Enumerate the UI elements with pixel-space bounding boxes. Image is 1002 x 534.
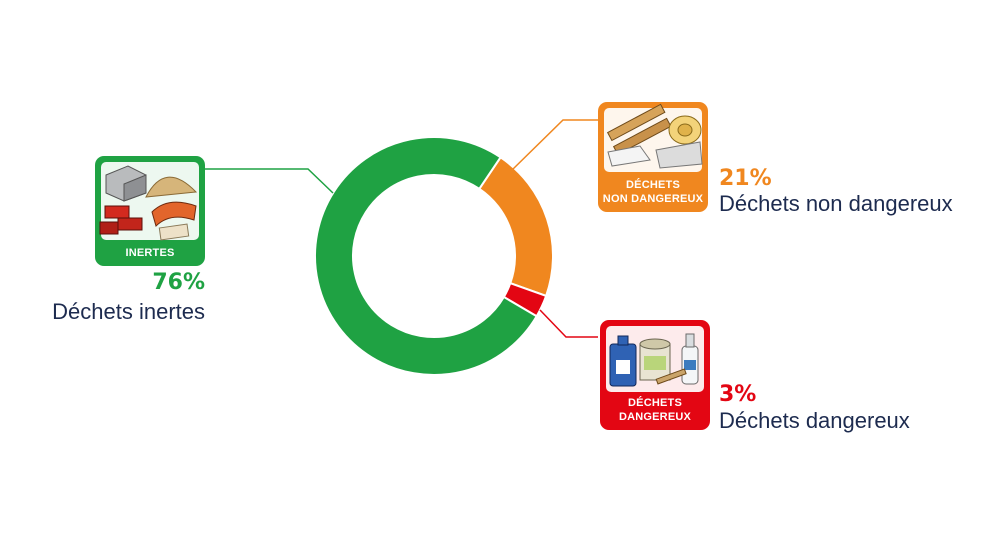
percent-label-non-dangereux: 21% xyxy=(719,166,772,191)
percent-label-inertes: 76% xyxy=(152,270,205,295)
non-hazardous-waste-icon: DÉCHETS NON DANGEREUX xyxy=(598,102,708,212)
icon-label-dangereux-line1: DÉCHETS xyxy=(628,396,682,409)
hazardous-waste-icon: DÉCHETS DANGEREUX xyxy=(600,320,710,430)
percent-label-dangereux: 3% xyxy=(719,382,756,407)
slice-label-dangereux: Déchets dangereux xyxy=(719,408,910,433)
inert-waste-icon: INERTES xyxy=(95,156,205,266)
leader-line-dangereux xyxy=(539,309,598,338)
icon-label-inertes: INERTES xyxy=(125,247,174,259)
donut-slices xyxy=(314,136,554,376)
leader-line-non-dangereux xyxy=(511,119,598,171)
slice-label-inertes: Déchets inertes xyxy=(52,299,205,324)
donut-slice-non-dangereux xyxy=(477,155,554,298)
slice-label-non-dangereux: Déchets non dangereux xyxy=(719,191,953,216)
icon-label-non-dangereux-line2: NON DANGEREUX xyxy=(603,193,704,205)
icon-label-non-dangereux-line1: DÉCHETS xyxy=(626,178,680,191)
icon-label-dangereux-line2: DANGEREUX xyxy=(619,411,692,423)
donut-slice-inertes xyxy=(314,136,539,376)
leader-line-inertes xyxy=(205,168,334,194)
